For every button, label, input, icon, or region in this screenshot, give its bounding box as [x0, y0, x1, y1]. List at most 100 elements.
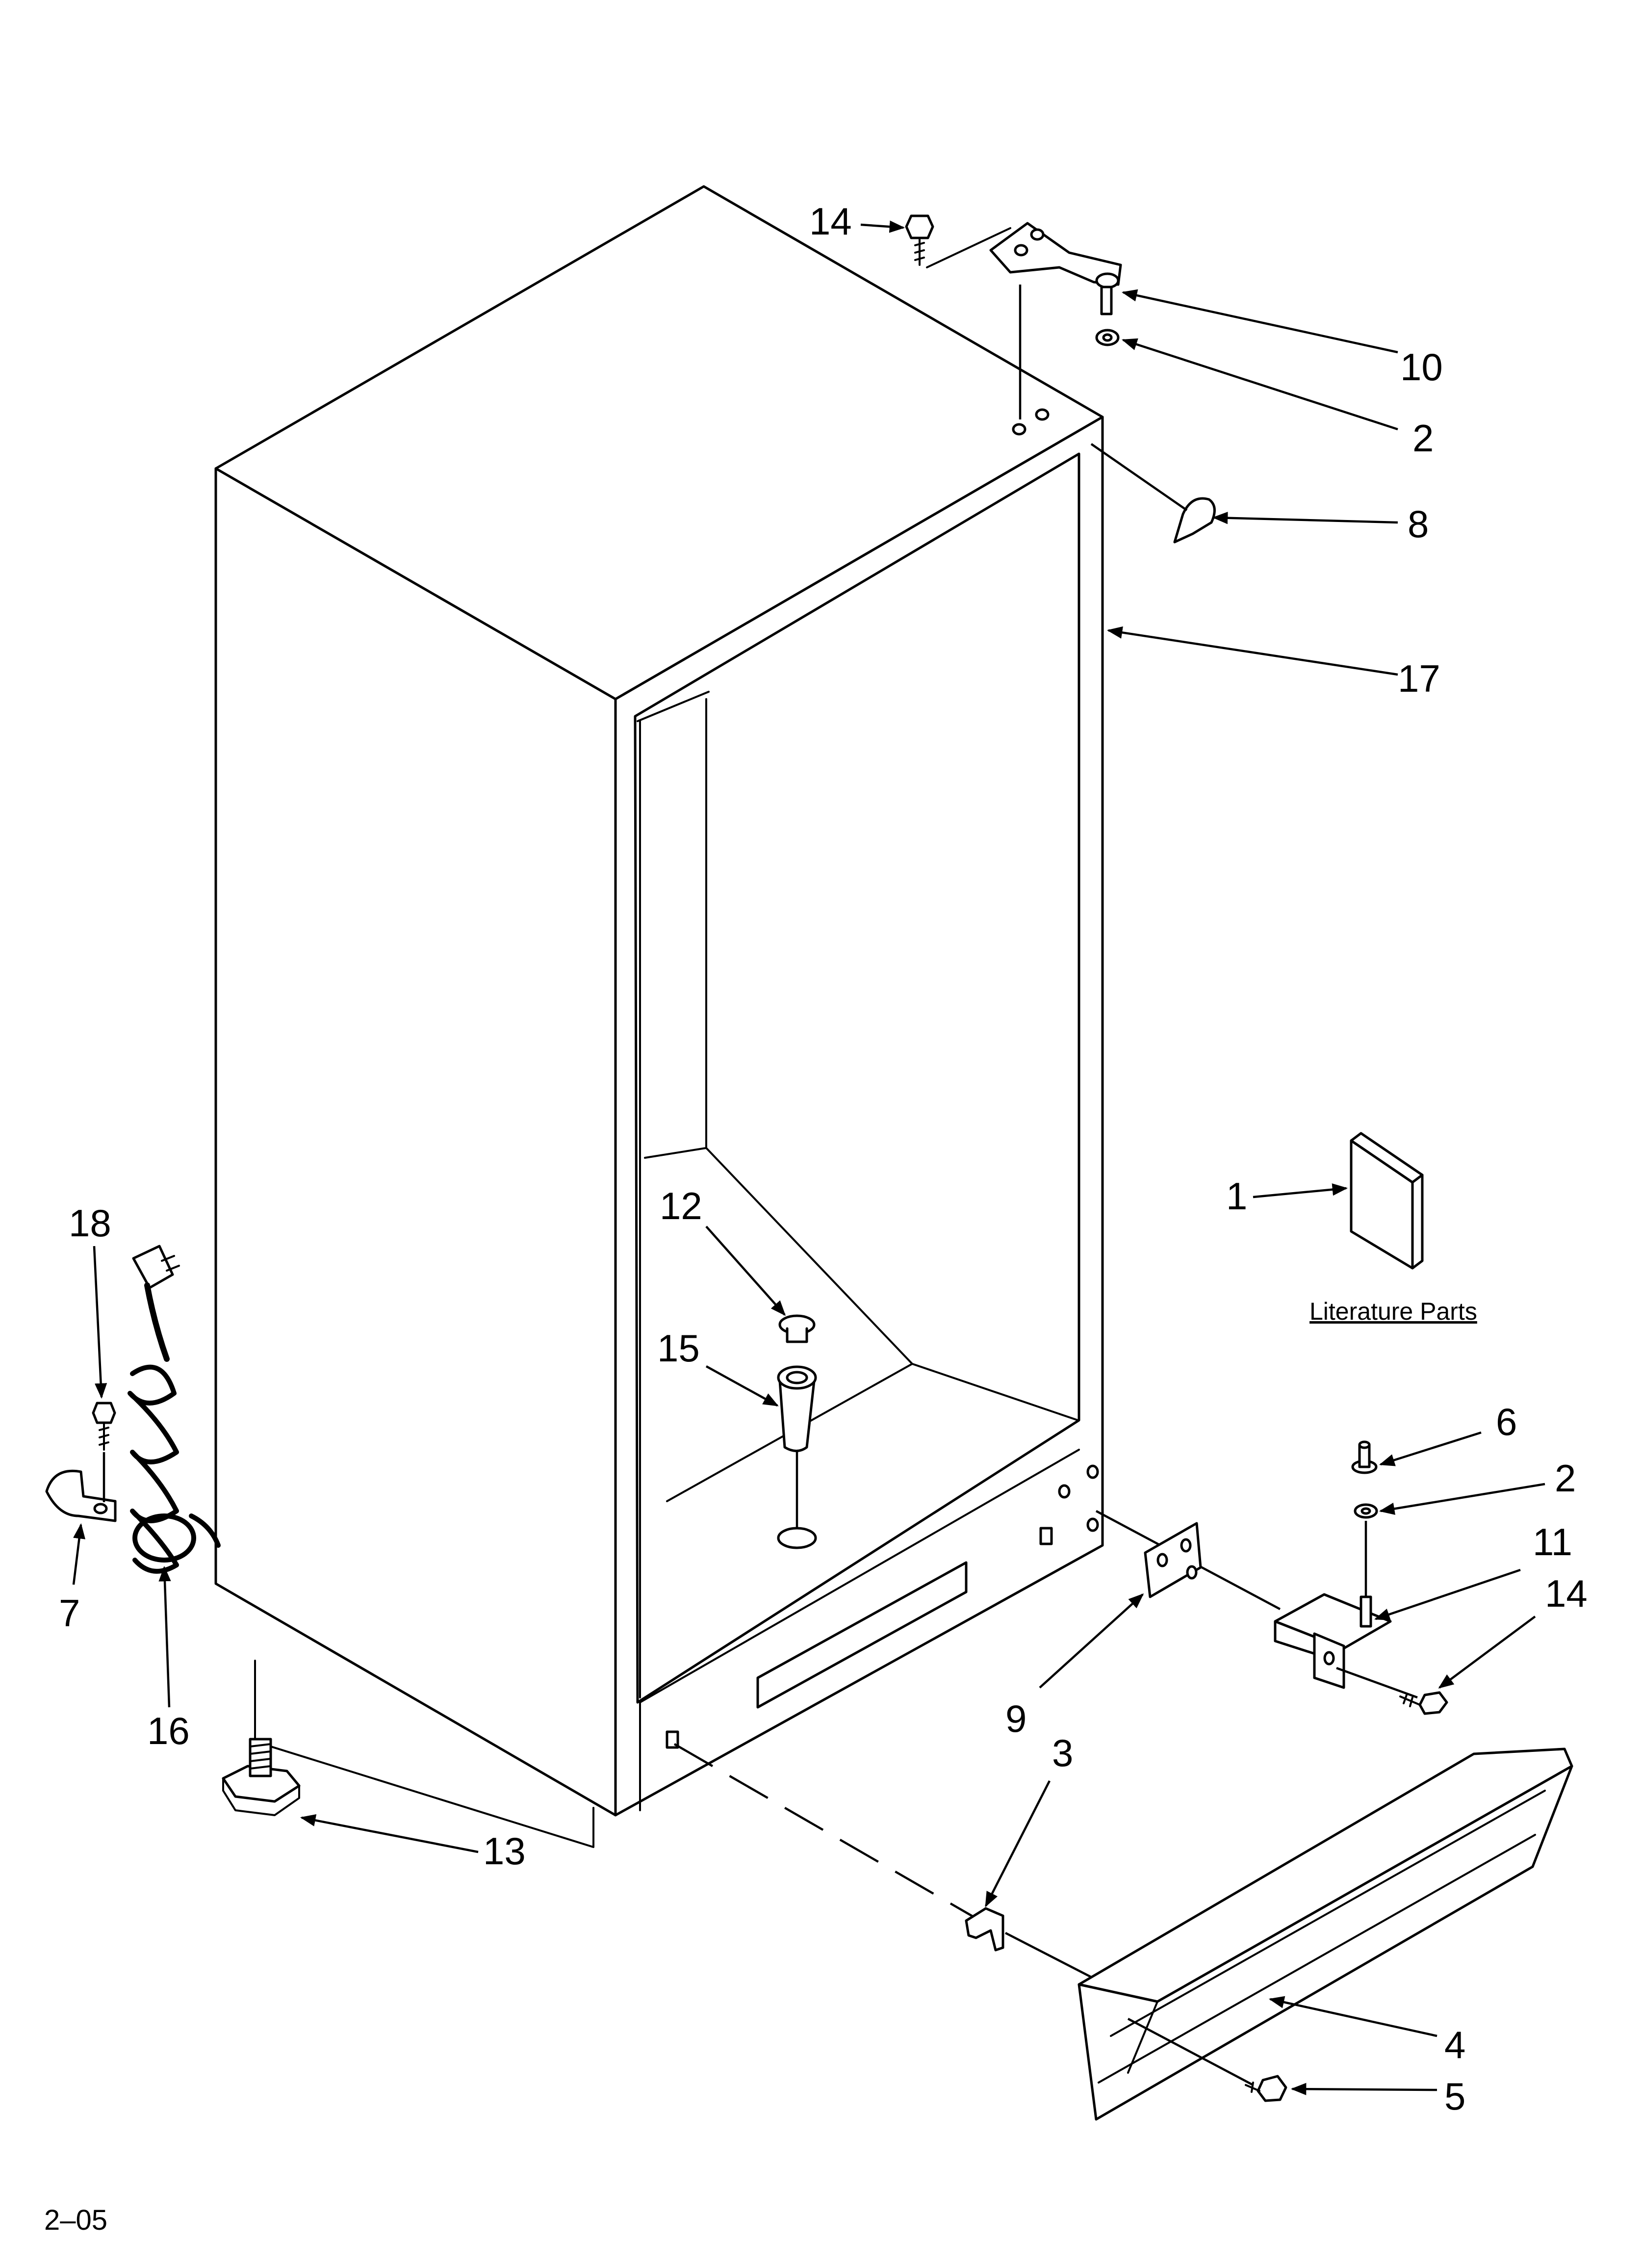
frame-hole-3	[1086, 1517, 1099, 1532]
hinge-shim-plate	[1144, 1522, 1202, 1598]
bottom-screw-thread	[1399, 1694, 1421, 1707]
leader-9	[1039, 1593, 1144, 1689]
bottom-frame-line	[639, 1449, 1080, 1703]
callout-8: 8	[1408, 502, 1429, 546]
callout-3: 3	[1052, 1731, 1073, 1774]
power-cord-wire	[144, 1282, 170, 1362]
callout-16: 16	[147, 1709, 190, 1752]
drain-funnel-inner	[786, 1371, 808, 1384]
callout-14-right: 14	[1545, 1572, 1588, 1615]
drain-assembly	[777, 1314, 817, 1549]
top-hinge-pin-head	[1095, 272, 1120, 289]
power-cord-end-loop	[132, 1513, 196, 1563]
frame-hole-2	[1086, 1464, 1099, 1479]
leader-7	[72, 1523, 86, 1585]
power-cord-to-cabinet	[189, 1513, 221, 1548]
leader-14-top	[860, 220, 905, 233]
top-washer-hole	[1102, 333, 1113, 342]
top-hinge-bracket-hole-1	[1014, 244, 1028, 257]
bottom-pin-6-top	[1358, 1440, 1371, 1449]
bottom-screw-head	[1418, 1691, 1448, 1715]
literature-book-edge	[1411, 1173, 1424, 1270]
leader-2-right	[1379, 1483, 1545, 1515]
leveling-leg-base-edge	[222, 1777, 300, 1816]
frame-square-hole	[1039, 1527, 1053, 1545]
callout-1: 1	[1226, 1174, 1247, 1218]
leader-18	[93, 1246, 107, 1399]
leader-8	[1212, 512, 1398, 524]
top-hinge-hole-1	[1012, 423, 1026, 436]
liner-back-floor	[644, 1147, 1079, 1421]
literature-parts-label: Literature Parts	[1309, 1298, 1477, 1325]
callout-4: 4	[1444, 2023, 1465, 2066]
callout-6: 6	[1496, 1400, 1517, 1443]
bottom-hinge-tab-hole	[1323, 1651, 1335, 1666]
hinge-shim-hole-3	[1186, 1565, 1198, 1580]
top-hinge-hole-2	[1035, 408, 1050, 421]
leader-3	[984, 1780, 1051, 1907]
toe-grille-front	[1078, 1765, 1573, 2121]
literature-parts	[1350, 1132, 1424, 1270]
leader-11	[1374, 1568, 1521, 1620]
hinge-shim-hole-1	[1156, 1553, 1168, 1567]
liner-edge-top	[637, 691, 710, 722]
leader-6	[1379, 1431, 1482, 1466]
callout-13: 13	[483, 1829, 526, 1873]
callout-12: 12	[660, 1184, 702, 1227]
clip-dashed-guide	[673, 1743, 977, 1919]
callout-labels: 14 10 2 8 17 1 Literature Parts 18 12 15…	[44, 200, 1588, 2236]
leader-4	[1268, 1996, 1437, 2037]
toe-grille-inner-edge	[1127, 2001, 1158, 2074]
cabinet	[214, 185, 1104, 1848]
power-cord-plug	[132, 1245, 174, 1289]
grille-guide	[1004, 1931, 1092, 1979]
top-hinge-assembly	[905, 214, 1216, 544]
leader-12	[705, 1225, 786, 1316]
cord-clamp-hole	[93, 1503, 108, 1514]
callout-14-top: 14	[809, 200, 852, 243]
callout-leaders	[72, 220, 1545, 2095]
hinge-shim-hole-2	[1180, 1538, 1192, 1553]
callout-18: 18	[69, 1201, 111, 1245]
callout-9: 9	[1005, 1697, 1026, 1740]
power-cord-plug-prongs	[161, 1255, 180, 1272]
drain-plug-stem	[786, 1327, 808, 1343]
leader-1	[1253, 1183, 1348, 1199]
bottom-washer-hole	[1360, 1507, 1371, 1515]
grille-clip	[965, 1907, 1004, 1952]
leader-5	[1290, 2083, 1437, 2095]
toe-grille-louver-1	[1110, 1790, 1546, 2037]
cabinet-side-panel	[214, 467, 617, 1817]
callout-15: 15	[657, 1327, 700, 1370]
cord-clamp-screw-thread	[99, 1422, 109, 1451]
footer-code: 2–05	[44, 2204, 107, 2236]
frame-hole-1	[1058, 1484, 1071, 1499]
leader-13	[300, 1814, 479, 1853]
bottom-screw-dropline	[1336, 1667, 1418, 1699]
toe-grille-assembly	[673, 1743, 1573, 2121]
cord-clamp-screw-head	[92, 1402, 116, 1424]
bottom-vent-slot	[756, 1561, 968, 1709]
hinge-cover-dropline	[1090, 443, 1188, 511]
callout-2-right: 2	[1555, 1457, 1576, 1500]
power-cord-assembly	[45, 1245, 221, 1574]
leader-16	[158, 1565, 171, 1708]
leader-14-right	[1438, 1616, 1536, 1689]
grille-screw-guide	[1127, 2018, 1254, 2086]
top-hinge-screw-guide	[926, 227, 1011, 268]
leader-17	[1106, 626, 1398, 676]
top-hinge-bracket-hole-2	[1030, 228, 1045, 241]
leveling-leg	[222, 1738, 301, 1816]
callout-11: 11	[1533, 1520, 1572, 1564]
grille-screw-thread	[1245, 2082, 1260, 2093]
leader-10	[1121, 289, 1398, 354]
power-cord-coil	[128, 1364, 179, 1574]
leader-15	[705, 1365, 779, 1407]
bottom-hinge-pin	[1360, 1595, 1372, 1628]
bottom-hinge-assembly	[1095, 1440, 1448, 1715]
top-screw-thread	[914, 237, 925, 266]
callout-17: 17	[1398, 657, 1440, 700]
top-screw-head	[905, 214, 934, 239]
drain-floor-hole	[777, 1527, 817, 1549]
